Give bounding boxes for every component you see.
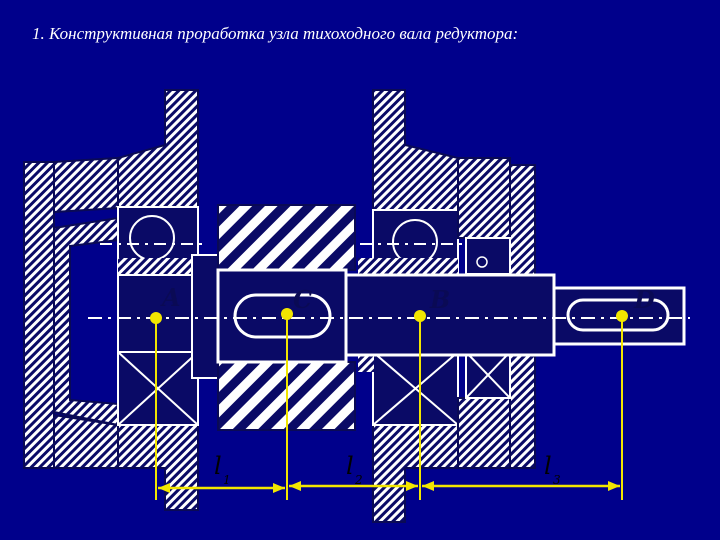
dimension-lines (158, 481, 620, 493)
left-lower-wall (117, 424, 199, 511)
right-bearing-upper (358, 209, 470, 276)
length-l2-symbol: l (346, 452, 354, 480)
left-housing (23, 156, 119, 469)
length-l2: l 2 (346, 452, 363, 487)
point-a-marker (150, 312, 162, 324)
right-lower-wall (372, 424, 459, 523)
length-l3-symbol: l (544, 452, 552, 480)
point-a-label: A (160, 283, 181, 312)
shaft (216, 268, 686, 364)
length-l1: l 1 (214, 452, 231, 487)
gear-hub-upper (217, 204, 356, 271)
spacer-ring (191, 254, 219, 379)
length-l1-symbol: l (214, 452, 222, 480)
point-markers (150, 308, 628, 324)
length-l1-sub: 1 (223, 473, 231, 487)
point-c-marker (281, 308, 293, 320)
left-bearing-upper (100, 206, 205, 276)
length-l3-sub: 3 (553, 473, 561, 487)
point-d-marker (616, 310, 628, 322)
point-d-label: D (633, 285, 655, 314)
slide-title: 1. Конструктивная проработка узла тихохо… (32, 24, 519, 43)
length-l3: l 3 (544, 452, 561, 487)
point-c-label: C (293, 285, 312, 314)
point-b-label: B (429, 285, 450, 314)
point-b-marker (414, 310, 426, 322)
left-bearing-lower (117, 274, 199, 426)
length-l2-sub: 2 (354, 473, 363, 487)
right-bearing-lower (358, 351, 459, 426)
left-upper-wall (117, 89, 199, 208)
reaction-lines (155, 314, 623, 500)
